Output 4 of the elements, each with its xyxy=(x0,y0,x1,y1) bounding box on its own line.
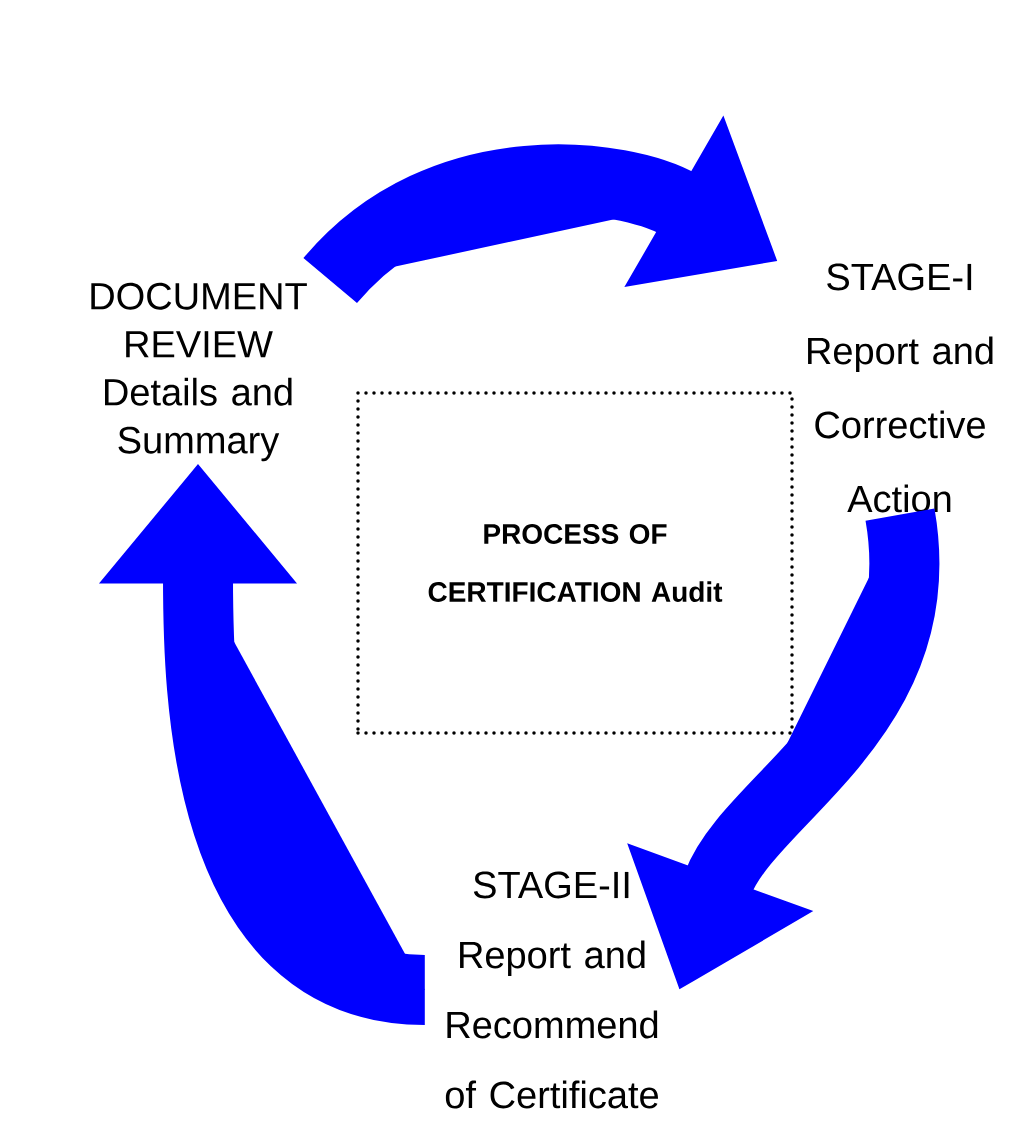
stage-text: STAGE-II Report and Recommend of Certificate xyxy=(445,871,658,1109)
stage-text: STAGE-I Report and Corrective Action xyxy=(808,263,993,513)
dotted-box: PROCESS OF CERTIFICATION Audit xyxy=(356,391,794,735)
stage-text: DOCUMENT REVIEW Details and Summary xyxy=(91,282,307,462)
